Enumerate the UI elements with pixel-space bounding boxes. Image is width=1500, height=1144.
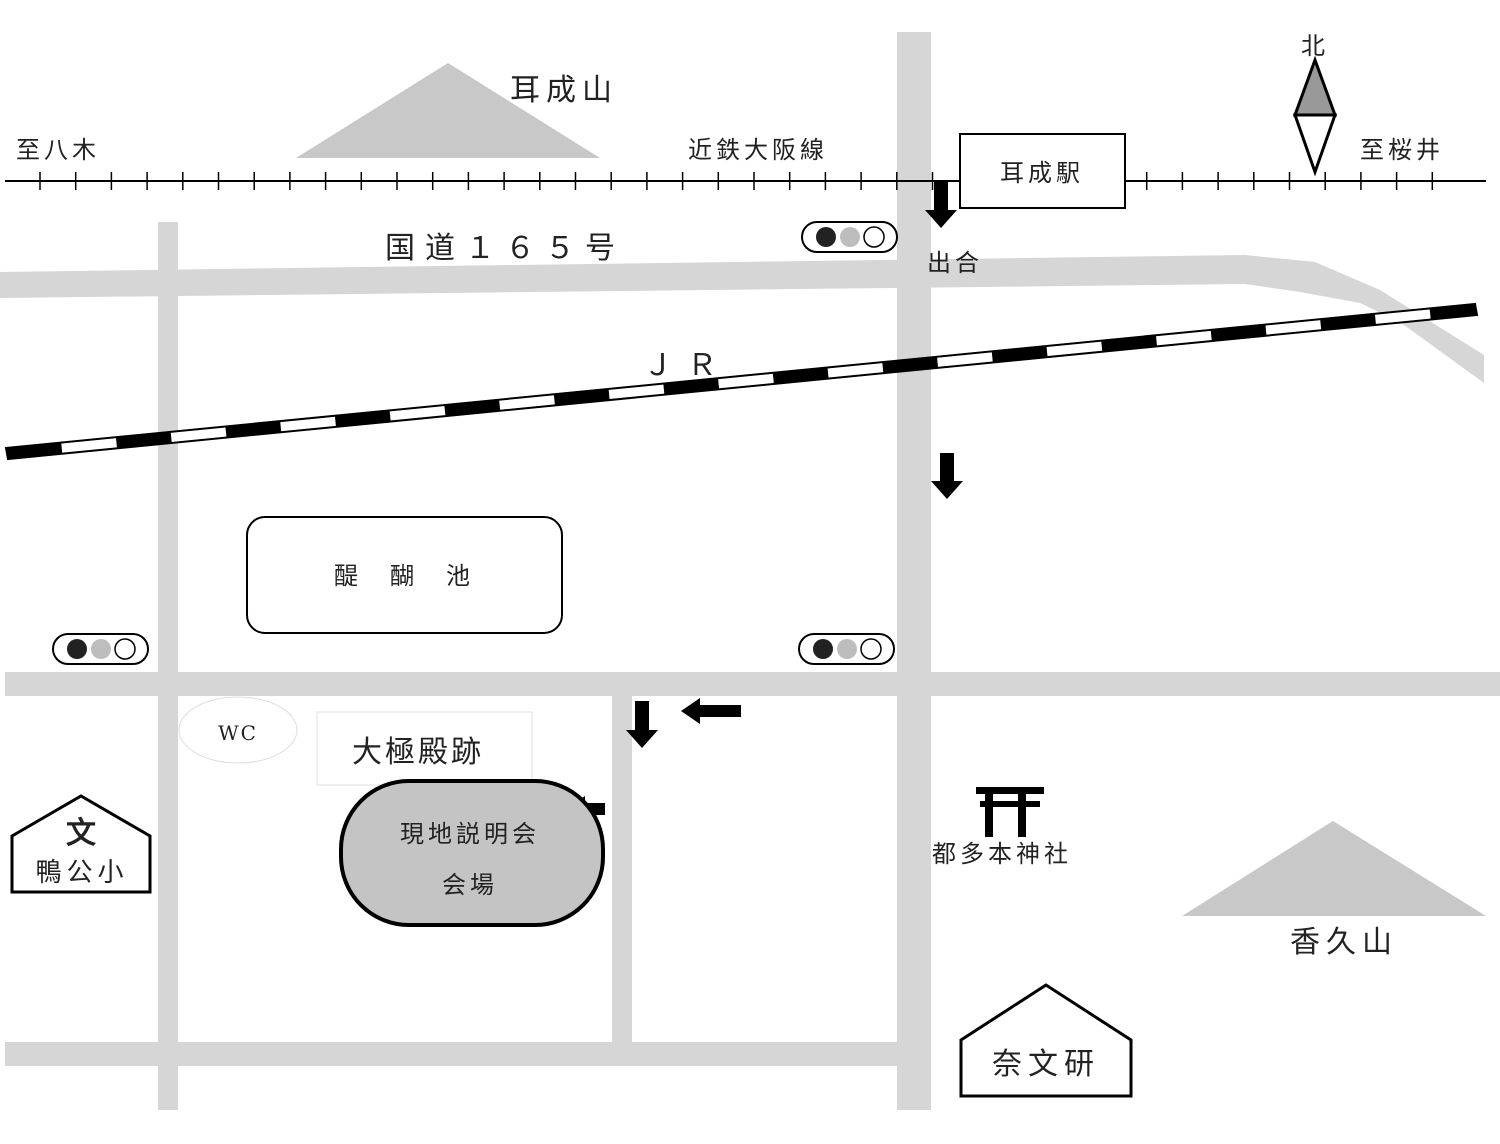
wc-area — [178, 696, 298, 764]
bottom-horizontal-road — [5, 1042, 930, 1066]
deai-label: 出合 — [927, 249, 983, 277]
direction-arrow-icon — [626, 701, 658, 748]
daigokuden-label: 大極殿跡 — [352, 735, 484, 770]
kagu-mountain-label: 香久山 — [1290, 925, 1398, 960]
miminashi-mountain — [296, 63, 600, 158]
left-vertical-road — [158, 222, 178, 1110]
venue-label-line2: 会場 — [442, 871, 498, 899]
to-sakurai-label: 至桜井 — [1360, 136, 1444, 164]
school-symbol: 文 — [66, 816, 96, 851]
kintetsu-line — [5, 172, 1486, 190]
traffic-signal-icon — [801, 221, 898, 253]
miminashi-station-box — [959, 133, 1126, 209]
middle-horizontal-road — [5, 672, 1500, 696]
direction-arrow-icon — [681, 698, 741, 724]
direction-arrow-icon — [931, 453, 963, 499]
north-label: 北 — [1301, 32, 1329, 60]
inner-vertical-road — [612, 696, 632, 1042]
miminashi-mountain-label: 耳成山 — [510, 73, 618, 108]
traffic-signal-icon — [798, 633, 895, 665]
daigokuden-label-box — [316, 711, 533, 786]
nabunken-building — [959, 983, 1133, 1098]
to-yagi-label: 至八木 — [16, 136, 100, 164]
wc-label: WC — [218, 721, 258, 745]
traffic-signal-icon — [52, 633, 149, 665]
route-165-label: 国道１６５号 — [385, 231, 625, 266]
venue-marker — [339, 779, 605, 927]
route-165-road — [0, 255, 1484, 383]
jr-label: ＪＲ — [643, 348, 731, 383]
direction-arrow-icon — [925, 182, 957, 228]
school-icon — [10, 794, 152, 894]
kintetsu-line-label: 近鉄大阪線 — [688, 136, 828, 164]
torii-icon — [976, 787, 1044, 837]
school-name-label: 鴨公小 — [35, 858, 128, 888]
miminashi-station-label: 耳成駅 — [1000, 159, 1084, 187]
roads — [0, 32, 1500, 1110]
daigo-pond-label: 醍 醐 池 — [334, 562, 474, 590]
tomo-shrine-label: 都多本神社 — [932, 840, 1072, 868]
main-vertical-road — [897, 32, 931, 1110]
nabunken-label: 奈文研 — [992, 1047, 1100, 1082]
kagu-mountain — [1182, 821, 1486, 916]
venue-label-line1: 現地説明会 — [400, 820, 540, 848]
jr-line — [4, 302, 1479, 461]
north-arrow-icon — [1292, 55, 1338, 177]
daigo-pond — [246, 516, 563, 634]
